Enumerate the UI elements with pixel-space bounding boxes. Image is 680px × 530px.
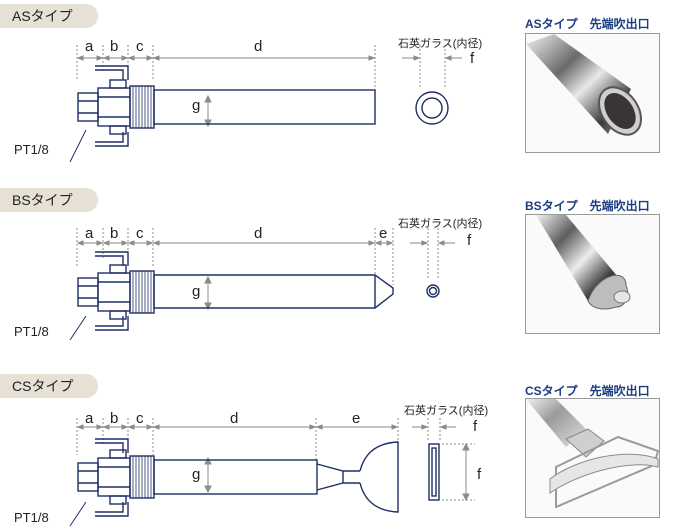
- as-type-tab: ASタイプ: [0, 4, 98, 28]
- bs-dim-d: d: [254, 225, 263, 242]
- cs-thread-label: PT1/8: [14, 510, 49, 525]
- bs-dim-a: a: [85, 225, 94, 242]
- bs-dim-b: b: [110, 225, 119, 242]
- cs-drawing: [69, 418, 475, 527]
- as-type-label: ASタイプ: [12, 8, 73, 24]
- as-dim-c: c: [136, 38, 144, 55]
- cs-dim-b: b: [110, 410, 119, 427]
- cs-dim-f: f: [473, 418, 478, 435]
- as-thread-label: PT1/8: [14, 142, 49, 157]
- bs-dim-e: e: [379, 225, 388, 242]
- as-dim-f: f: [470, 50, 475, 67]
- as-dim-b: b: [110, 38, 119, 55]
- bs-dim-g: g: [192, 283, 201, 300]
- cs-nozzle-photo-image: [526, 399, 659, 509]
- cs-nozzle-photo: [525, 398, 660, 518]
- bs-nozzle-photo-image: [536, 215, 631, 310]
- cs-dim-c: c: [136, 410, 144, 427]
- cs-type-label: CSタイプ: [12, 378, 74, 394]
- as-dim-a: a: [85, 38, 94, 55]
- bs-dim-c: c: [136, 225, 144, 242]
- bs-photo-title: BSタイプ 先端吹出口: [525, 199, 650, 213]
- bs-type-tab: BSタイプ: [0, 188, 98, 212]
- bs-glass-label: 石英ガラス(内径): [398, 218, 483, 230]
- cs-dim-a: a: [85, 410, 94, 427]
- bs-nozzle-photo: [525, 214, 660, 334]
- as-dim-d: d: [254, 38, 263, 55]
- cs-dim-g: g: [192, 466, 201, 483]
- as-glass-label: 石英ガラス(内径): [398, 38, 483, 50]
- cs-dim-f-height: f: [477, 466, 482, 483]
- cs-dim-e: e: [352, 410, 361, 427]
- as-dim-g: g: [192, 97, 201, 114]
- cs-photo-title: CSタイプ 先端吹出口: [525, 384, 650, 398]
- as-nozzle-photo-image: [526, 34, 642, 136]
- cs-type-tab: CSタイプ: [0, 374, 98, 398]
- as-nozzle-photo: [525, 33, 660, 153]
- as-drawing: [69, 45, 462, 163]
- bs-type-label: BSタイプ: [12, 192, 73, 208]
- bs-drawing: [69, 228, 455, 341]
- bs-thread-label: PT1/8: [14, 324, 49, 339]
- cs-dim-d: d: [230, 410, 239, 427]
- cs-glass-label: 石英ガラス(内径): [404, 405, 489, 417]
- as-photo-title: ASタイプ 先端吹出口: [525, 17, 650, 31]
- bs-dim-f: f: [467, 232, 472, 249]
